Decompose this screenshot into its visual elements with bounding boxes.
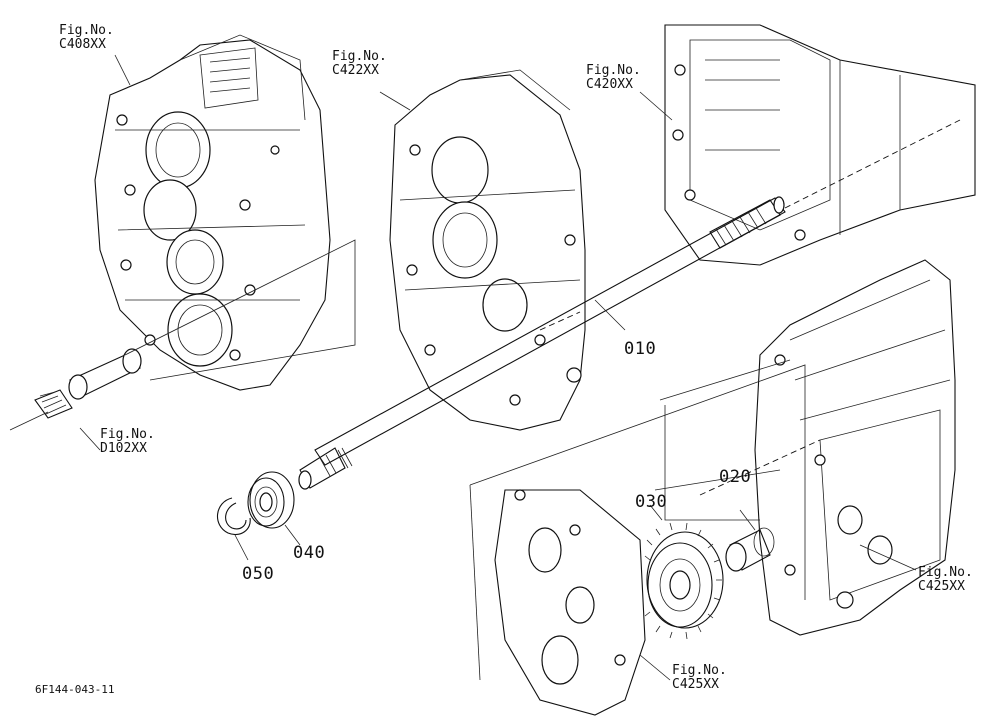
callout-c425-bottom: Fig.No. C425XX bbox=[672, 664, 727, 691]
drawing-code: 6F144-043-11 bbox=[35, 683, 115, 696]
callout-c408-line2: C408XX bbox=[59, 36, 106, 52]
shaft-010 bbox=[298, 119, 961, 490]
callout-c408-line1: Fig.No. bbox=[59, 23, 114, 38]
sleeves-d102 bbox=[9, 239, 356, 431]
callout-d102-line2: D102XX bbox=[100, 440, 147, 456]
callout-c420-line1: Fig.No. bbox=[586, 63, 641, 78]
callout-c425-right-line2: C425XX bbox=[918, 578, 965, 594]
snap-ring-050 bbox=[217, 497, 251, 561]
part-number-040: 040 bbox=[293, 543, 326, 563]
bearing-040 bbox=[247, 471, 301, 546]
cover-c425-bottom bbox=[469, 364, 806, 716]
part-number-020: 020 bbox=[719, 467, 752, 487]
callout-c425-bottom-line2: C425XX bbox=[672, 676, 719, 692]
housing-c420 bbox=[664, 24, 976, 266]
callout-c425-right: Fig.No. C425XX bbox=[918, 566, 973, 593]
part-number-030: 030 bbox=[635, 492, 668, 512]
callout-c422: Fig.No. C422XX bbox=[332, 50, 387, 77]
callout-d102: Fig.No. D102XX bbox=[100, 428, 155, 455]
callout-c420: Fig.No. C420XX bbox=[586, 64, 641, 91]
callout-c420-line2: C420XX bbox=[586, 76, 633, 92]
part-number-010: 010 bbox=[624, 339, 657, 359]
leader-lines bbox=[79, 54, 917, 681]
callout-c425-right-line1: Fig.No. bbox=[918, 565, 973, 580]
callout-c408: Fig.No. C408XX bbox=[59, 24, 114, 51]
callout-c422-line1: Fig.No. bbox=[332, 49, 387, 64]
gear-030 bbox=[644, 504, 724, 640]
callout-d102-line1: Fig.No. bbox=[100, 427, 155, 442]
part-number-050: 050 bbox=[242, 564, 275, 584]
housing-c408 bbox=[94, 34, 331, 391]
callout-c425-bottom-line1: Fig.No. bbox=[672, 663, 727, 678]
housing-c422 bbox=[389, 69, 586, 431]
callout-c422-line2: C422XX bbox=[332, 62, 379, 78]
collar-020 bbox=[699, 439, 821, 572]
